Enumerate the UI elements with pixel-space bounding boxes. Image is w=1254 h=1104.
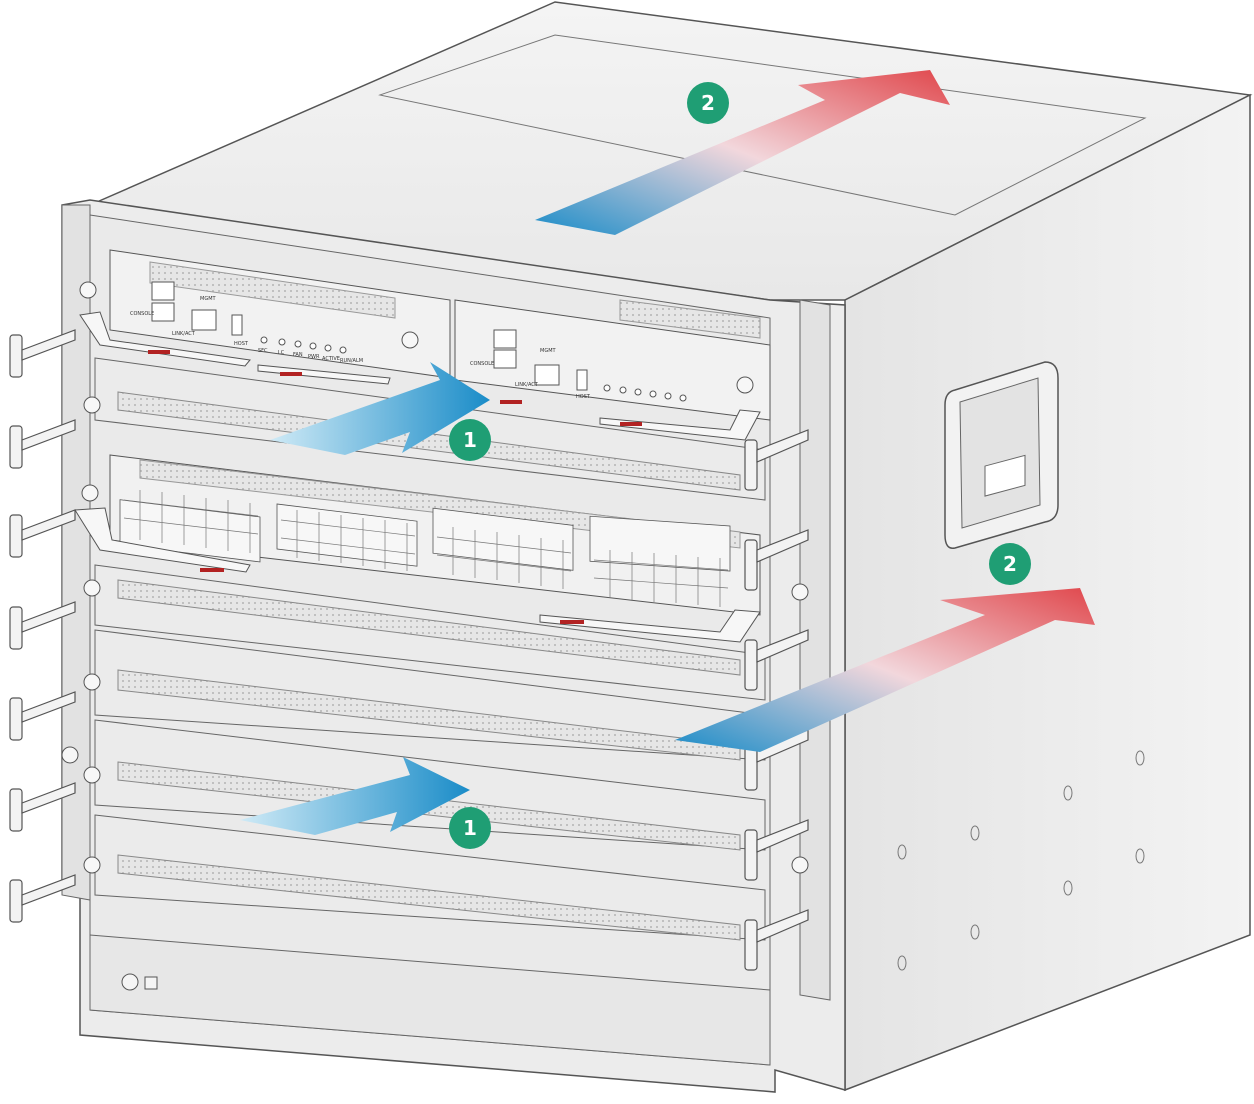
link-act-label-2: LINK/ACT [515, 382, 539, 388]
mpu-card-right: CONSOLE MGMT LINK/ACT HOST [454, 299, 771, 441]
mgmt-label-2: MGMT [540, 348, 557, 354]
callout-exhaust-side: 2 [989, 543, 1031, 585]
callout-label: 2 [701, 91, 715, 115]
line-card-handle-right [539, 609, 761, 643]
led-lc: LC [278, 350, 285, 356]
top-panel-recess [378, 34, 1147, 216]
mpu-right-handle [599, 409, 761, 441]
led-active: ACTIVE [322, 356, 340, 362]
callout-label: 2 [1003, 552, 1017, 576]
intake-arrow-upper [270, 362, 490, 455]
led-run-alm: RUN/ALM [340, 358, 363, 364]
led-fan: FAN [293, 352, 303, 358]
right-rack-ear [799, 299, 831, 1001]
led-pwr: PWR [308, 354, 320, 360]
left-rack-ear [61, 204, 91, 901]
mpu-left-handle [79, 311, 251, 367]
ground-symbol [144, 976, 158, 990]
ground-screw [121, 973, 139, 991]
left-ejectors [9, 329, 76, 923]
host-label-2: HOST [576, 394, 591, 400]
sfp-port-group-3 [432, 507, 574, 571]
callout-intake-upper: 1 [449, 419, 491, 461]
sfp-port-group-1 [119, 499, 261, 563]
callout-exhaust-top: 2 [687, 82, 729, 124]
line-card [74, 454, 761, 643]
line-card-handle-left [74, 507, 251, 573]
sfp-ports [123, 490, 729, 607]
intake-arrow-lower [240, 757, 470, 835]
exhaust-arrow-side [675, 588, 1095, 752]
sfp-port-group-2 [276, 503, 418, 567]
callout-intake-lower: 1 [449, 807, 491, 849]
led-sfc: SFC [258, 348, 268, 354]
console-label: CONSOLE [130, 311, 154, 317]
bottom-plinth [89, 934, 771, 1066]
captive-screws [61, 281, 809, 874]
callout-label: 1 [463, 428, 477, 452]
callout-label: 1 [463, 816, 477, 840]
mpu-card-left: CONSOLE MGMT LINK/ACT HOST SFC LC FAN PW… [79, 249, 451, 385]
right-ejectors [744, 429, 809, 971]
sfp-port-group-4 [589, 515, 731, 572]
host-label: HOST [234, 341, 249, 347]
console-label-2: CONSOLE [470, 361, 494, 367]
mgmt-label: MGMT [200, 296, 217, 302]
link-act-label: LINK/ACT [172, 331, 196, 337]
side-handle [944, 361, 1059, 549]
exhaust-arrow-top [535, 70, 950, 235]
